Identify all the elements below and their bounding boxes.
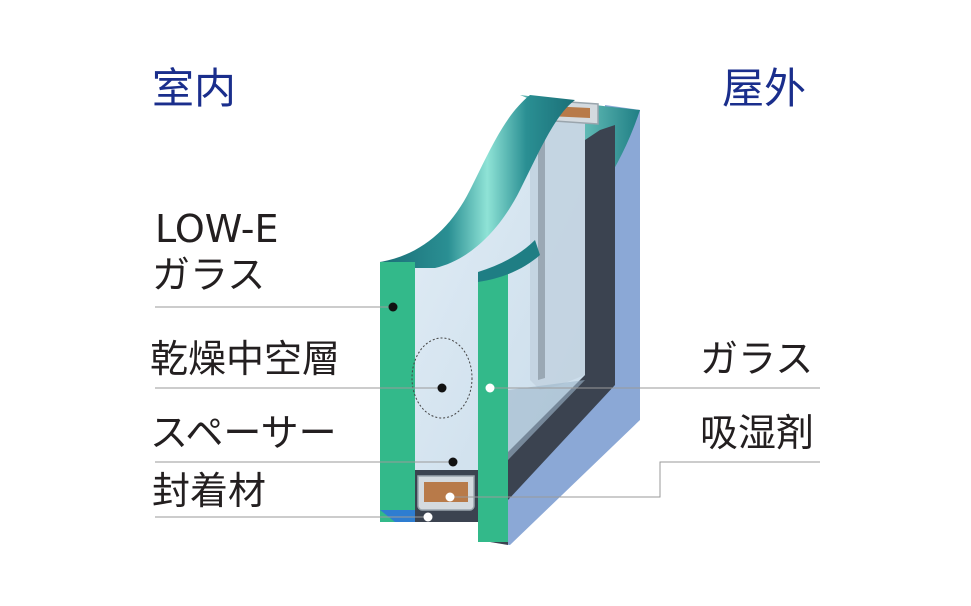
sealant-label: 封着材: [152, 469, 267, 513]
spacer-dot: [448, 457, 458, 467]
lowe-glass-top: [380, 95, 575, 268]
mid-glass-top: [478, 240, 540, 282]
hollow-layer-dot: [437, 383, 447, 393]
desiccant-label: 吸湿剤: [700, 411, 815, 455]
indoor-label: 室内: [152, 64, 237, 113]
leader-lines: [155, 306, 820, 518]
sealant: [380, 510, 415, 522]
back-spacer-edge: [538, 118, 545, 380]
desiccant-dot: [445, 492, 455, 502]
glass-dot: [485, 383, 495, 393]
hollow-layer-label: 乾燥中空層: [150, 337, 341, 381]
outdoor-label: 屋外: [722, 64, 807, 113]
spacer-label: スペーサー: [150, 411, 337, 455]
sealant-dot: [423, 512, 433, 522]
lowe-label-line1: LOW-E: [155, 207, 279, 251]
bottom-floor: [508, 380, 585, 460]
lowe-glass-edge: [380, 262, 415, 522]
lowe-dot: [388, 302, 398, 312]
outdoor-glass-edge: [478, 272, 508, 542]
lowe-label-line2: ガラス: [152, 253, 266, 297]
hollow-layer-marker: [411, 337, 473, 419]
glass-label: ガラス: [700, 337, 814, 381]
sealant-base: [415, 512, 478, 522]
